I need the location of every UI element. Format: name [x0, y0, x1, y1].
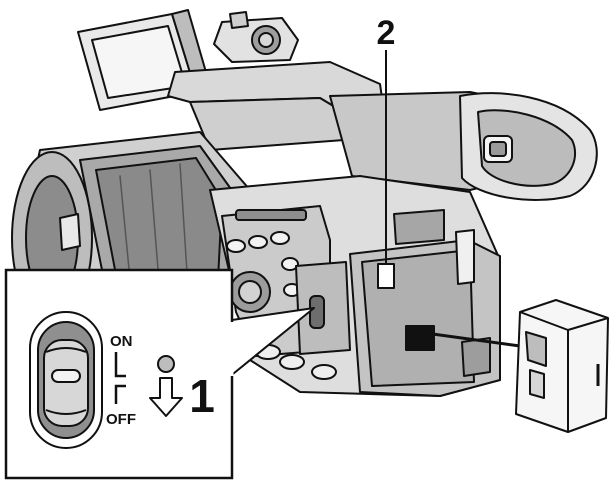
battery-pack: [515, 299, 609, 433]
callout-2: 2: [377, 14, 396, 264]
battery-release-tab[interactable]: [377, 263, 395, 289]
switch-on-label: ON: [110, 333, 133, 350]
camera-body: [209, 175, 501, 397]
power-switch-inset: ON OFF 1: [4, 268, 315, 480]
battery-insert-line: [416, 330, 522, 348]
switch-off-label: OFF: [106, 411, 136, 428]
callout-2-number: 2: [377, 14, 396, 52]
power-toggle-icon[interactable]: [29, 311, 103, 449]
switch-scale: [114, 352, 126, 404]
down-arrow-icon: [149, 355, 183, 417]
callout-1-number: 1: [189, 370, 215, 422]
